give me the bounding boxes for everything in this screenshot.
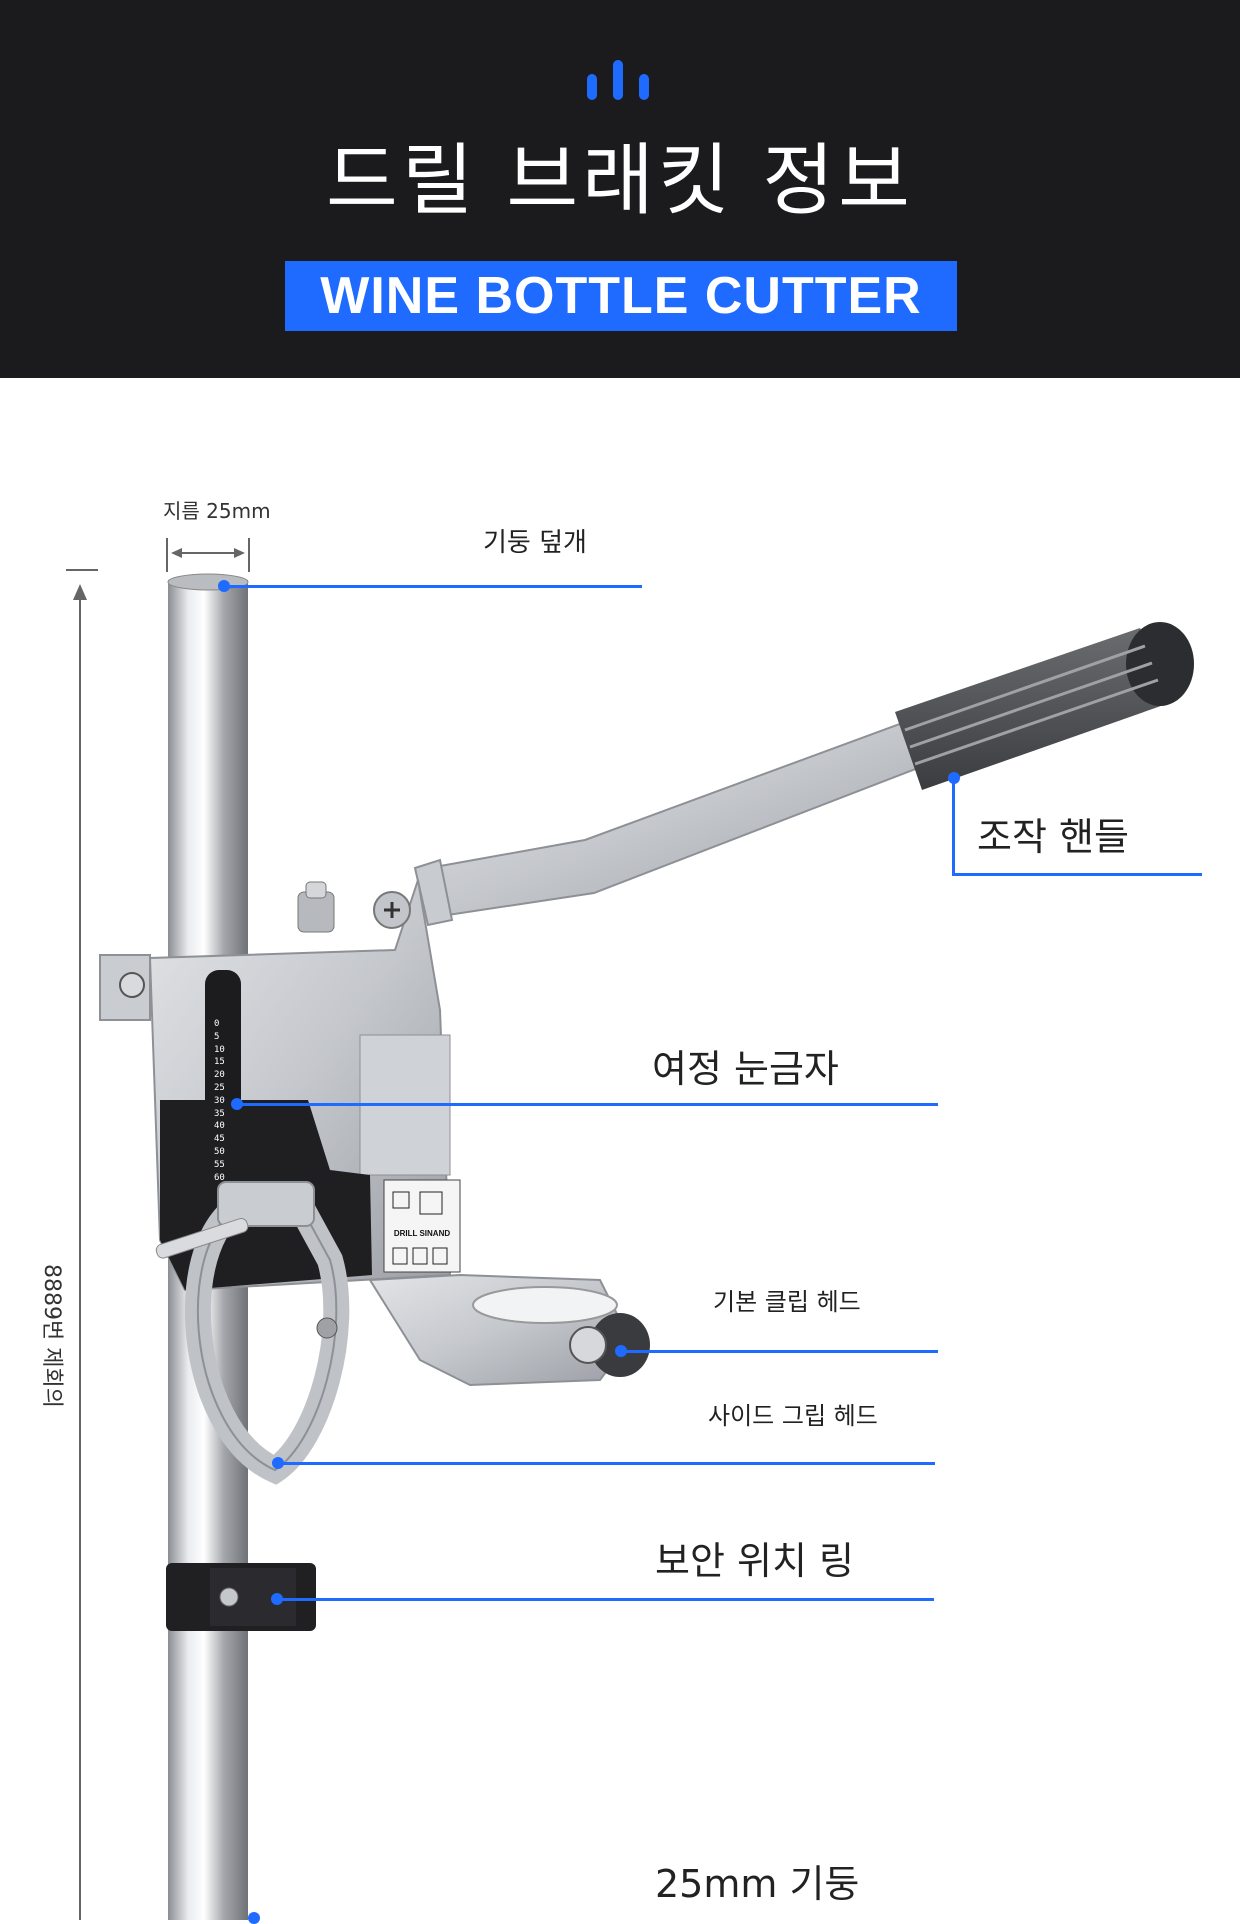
page-title: 드릴 브래킷 정보 bbox=[326, 136, 914, 226]
signal-bars-icon bbox=[583, 58, 657, 100]
lever-arm bbox=[416, 720, 920, 920]
scale-tick-label: 10 bbox=[214, 1044, 225, 1055]
callout-security-ring: 보안 위치 링 bbox=[655, 1539, 854, 1583]
clip-head-ring bbox=[368, 1273, 650, 1387]
callout-column-cap: 기둥 덮개 bbox=[483, 528, 587, 558]
handle-grip bbox=[895, 622, 1194, 790]
leader-security-ring bbox=[276, 1598, 934, 1601]
scale-tick-label: 50 bbox=[214, 1146, 225, 1157]
height-label: 8889번 제회의 bbox=[39, 1264, 64, 1408]
scale-tick-label: 25 bbox=[214, 1082, 225, 1093]
leader-dot bbox=[271, 1593, 283, 1605]
scale-tick-label: 40 bbox=[214, 1121, 225, 1132]
scale-tick-label: 60 bbox=[214, 1172, 225, 1183]
leader-dot bbox=[272, 1457, 284, 1469]
leader-dot bbox=[615, 1345, 627, 1357]
scale-tick-label: 0 bbox=[214, 1019, 220, 1029]
leader-side-grip bbox=[277, 1462, 935, 1465]
callout-side-grip-head: 사이드 그립 헤드 bbox=[708, 1402, 878, 1430]
leader-column-cap bbox=[222, 585, 642, 588]
scale-tick-label: 55 bbox=[214, 1159, 225, 1170]
security-ring bbox=[166, 1563, 316, 1631]
scale-tick-label: 35 bbox=[214, 1108, 225, 1119]
product-label-brand: DRILL SINAND bbox=[394, 1229, 451, 1238]
scale-tick-label: 20 bbox=[214, 1070, 225, 1081]
leader-dot bbox=[948, 772, 960, 784]
callout-operating-handle: 조작 핸들 bbox=[977, 815, 1129, 859]
leader-clip-head bbox=[620, 1350, 938, 1353]
product-banner: WINE BOTTLE CUTTER bbox=[285, 261, 957, 331]
scale-tick-label: 30 bbox=[214, 1095, 225, 1106]
leader-dot bbox=[248, 1912, 260, 1924]
header-banner: 드릴 브래킷 정보 WINE BOTTLE CUTTER bbox=[0, 0, 1240, 378]
product-label bbox=[383, 1179, 461, 1273]
callout-basic-clip-head: 기본 클립 헤드 bbox=[713, 1288, 861, 1316]
scale-tick-label: 45 bbox=[214, 1134, 225, 1145]
diameter-label: 지름 25mm bbox=[163, 499, 271, 523]
side-grip-clamp bbox=[155, 1181, 350, 1485]
leader-handle-vertical bbox=[952, 776, 955, 876]
leader-travel-scale bbox=[236, 1103, 938, 1106]
leader-dot bbox=[218, 580, 230, 592]
callout-column-25mm: 25mm 기둥 bbox=[655, 1862, 860, 1906]
scale-tick-label: 5 bbox=[214, 1031, 220, 1042]
scale-tick-label: 15 bbox=[214, 1057, 225, 1068]
leader-handle bbox=[952, 873, 1202, 876]
callout-travel-scale: 여정 눈금자 bbox=[652, 1047, 839, 1091]
leader-dot bbox=[231, 1098, 243, 1110]
